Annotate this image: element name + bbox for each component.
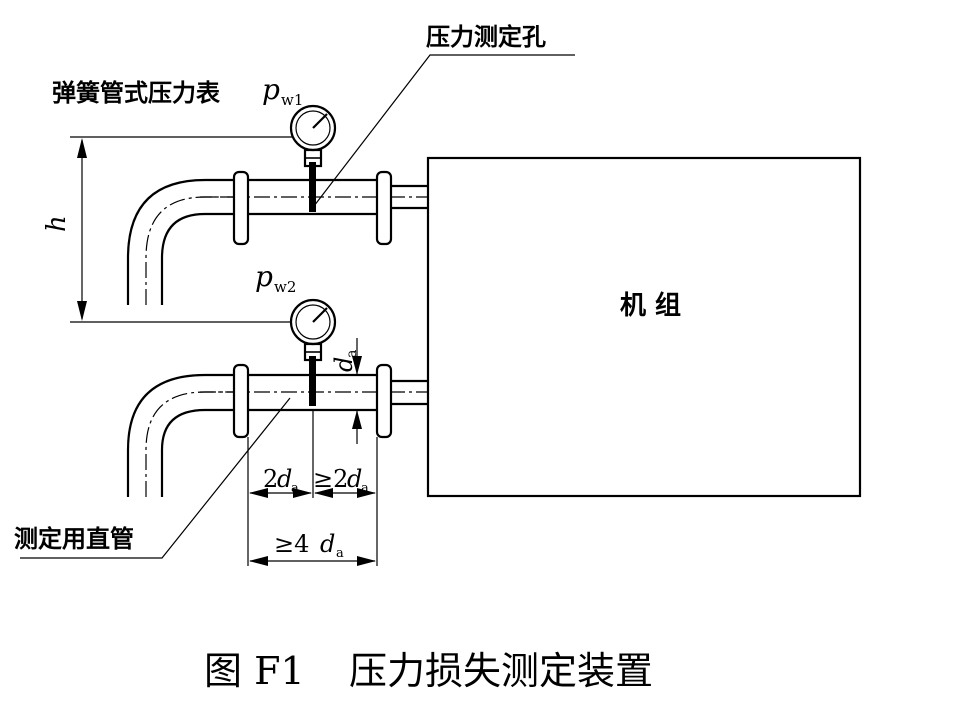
caption-figure-number: 图 F1 bbox=[204, 649, 305, 693]
pressure-hole-leader bbox=[313, 54, 575, 207]
pw2-subscript: w2 bbox=[274, 278, 296, 296]
unit-block-label: 机 组 bbox=[620, 290, 681, 321]
da-label: d a bbox=[330, 350, 360, 372]
lower-pressure-gauge bbox=[289, 298, 337, 362]
lower-flange-left bbox=[232, 363, 250, 439]
pressure-hole-label: 压力测定孔 bbox=[426, 23, 546, 51]
svg-text:≥4: ≥4 bbox=[274, 530, 309, 558]
height-dimension bbox=[70, 136, 292, 323]
dim-ge4da-label: ≥4 d a bbox=[274, 530, 344, 561]
svg-text:d: d bbox=[330, 357, 358, 372]
upper-elbow-inner bbox=[160, 212, 236, 305]
lower-pipe-assembly bbox=[126, 356, 428, 497]
lower-elbow-center bbox=[145, 391, 236, 497]
svg-text:d: d bbox=[277, 465, 292, 493]
dim-ge2da-label: ≥2 d a bbox=[313, 465, 369, 496]
unit-block bbox=[426, 156, 862, 498]
upper-pressure-gauge bbox=[289, 104, 337, 168]
lower-elbow-inner bbox=[160, 408, 236, 497]
upper-elbow-center bbox=[145, 196, 236, 305]
caption-title: 压力损失测定装置 bbox=[349, 649, 653, 693]
svg-text:a: a bbox=[344, 350, 360, 358]
dim-2da-label: 2 d a bbox=[263, 465, 299, 496]
pw1-symbol: p bbox=[262, 73, 280, 106]
horizontal-dimensions bbox=[247, 410, 378, 566]
lower-flange-right bbox=[375, 363, 393, 439]
svg-text:d: d bbox=[320, 530, 335, 558]
upper-elbow-outer bbox=[126, 178, 236, 305]
straight-pipe-label: 测定用直管 bbox=[14, 525, 134, 553]
lower-elbow-outer bbox=[126, 373, 236, 497]
svg-text:a: a bbox=[336, 546, 344, 561]
svg-text:d: d bbox=[347, 465, 362, 493]
pw2-symbol: p bbox=[255, 260, 273, 293]
svg-text:a: a bbox=[361, 481, 369, 496]
upper-pipe-assembly bbox=[126, 162, 428, 305]
straight-pipe-leader bbox=[20, 397, 291, 559]
pw1-subscript: w1 bbox=[281, 91, 303, 109]
upper-flange-left bbox=[232, 170, 250, 246]
da-dimension bbox=[352, 338, 362, 444]
svg-text:≥2: ≥2 bbox=[313, 465, 348, 493]
h-label: h bbox=[42, 215, 72, 232]
spring-gauge-label: 弹簧管式压力表 bbox=[52, 79, 221, 107]
svg-text:a: a bbox=[291, 481, 299, 496]
upper-flange-right bbox=[375, 170, 393, 246]
svg-text:2: 2 bbox=[263, 465, 278, 493]
